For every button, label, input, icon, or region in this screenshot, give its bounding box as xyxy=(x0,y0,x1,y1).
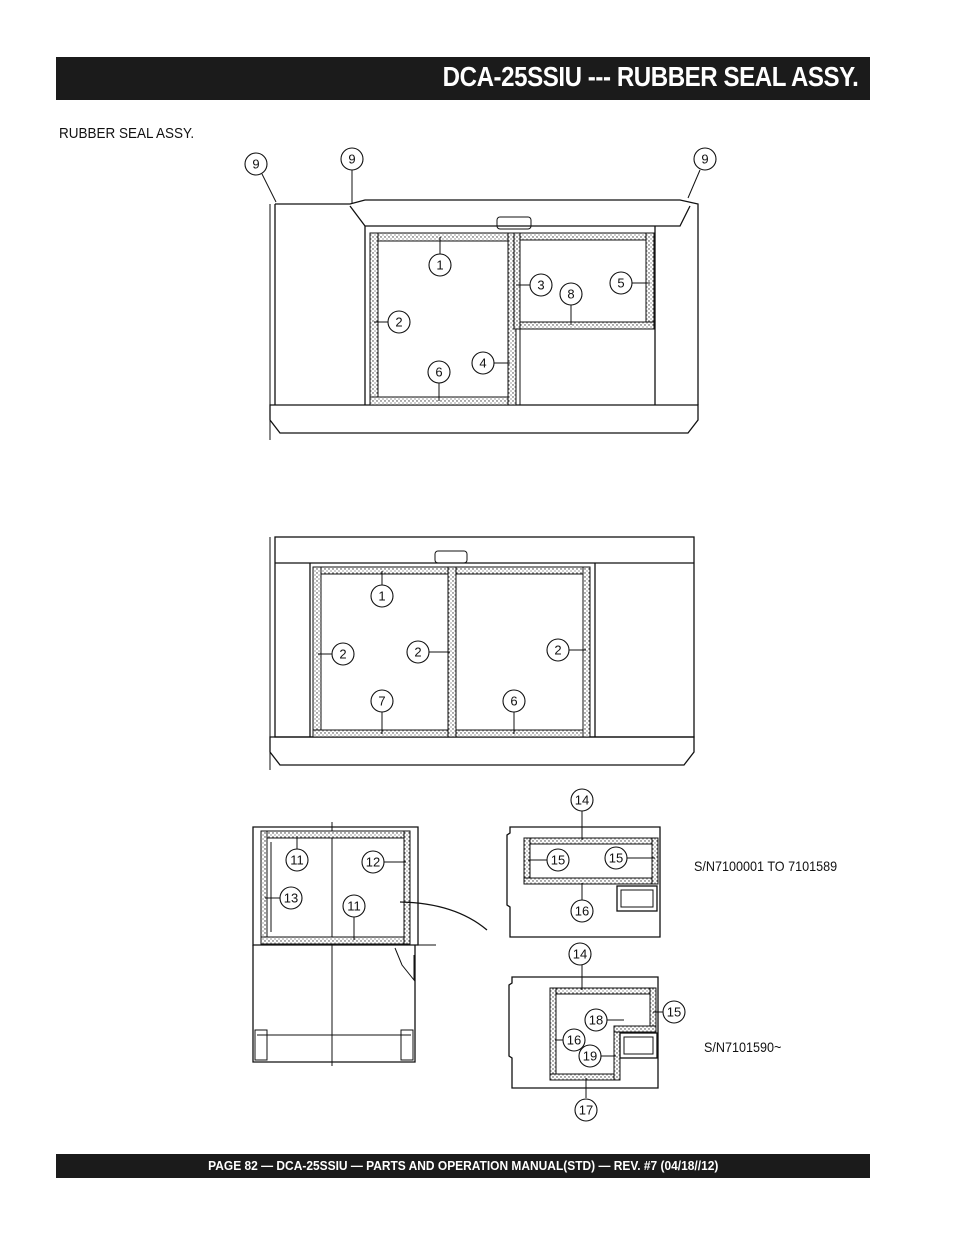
serial-range-label: S/N7101590~ xyxy=(704,1039,782,1055)
callout-14: 14 xyxy=(573,947,587,962)
callout-9: 9 xyxy=(252,157,259,172)
callout-2: 2 xyxy=(414,645,421,660)
rear-panel-2-drawing: 14 15 18 16 19 17 xyxy=(508,942,686,1122)
middle-panel-drawing: 1 2 2 2 7 6 xyxy=(269,536,695,770)
top-panel-drawing: 9 9 9 1 3 8 5 2 4 6 xyxy=(244,147,717,440)
callout-11: 11 xyxy=(290,853,304,868)
callout-2: 2 xyxy=(339,647,346,662)
callout-15: 15 xyxy=(551,853,565,868)
callout-17: 17 xyxy=(579,1103,593,1118)
callout-5: 5 xyxy=(617,276,624,291)
callout-1: 1 xyxy=(378,589,385,604)
callout-16: 16 xyxy=(567,1033,581,1048)
callout-6: 6 xyxy=(510,694,517,709)
callout-16: 16 xyxy=(575,904,589,919)
callout-19: 19 xyxy=(583,1049,597,1064)
section-label: RUBBER SEAL ASSY. xyxy=(59,125,195,142)
callout-14: 14 xyxy=(575,793,589,808)
side-panel-drawing: 11 12 13 11 xyxy=(252,822,488,1066)
callout-3: 3 xyxy=(537,278,544,293)
rear-panel-1-drawing: 14 15 15 16 xyxy=(506,788,661,938)
footer-text: PAGE 82 — DCA-25SSIU — PARTS AND OPERATI… xyxy=(207,1158,719,1173)
footer-bar: PAGE 82 — DCA-25SSIU — PARTS AND OPERATI… xyxy=(56,1154,870,1178)
callout-1: 1 xyxy=(436,258,443,273)
callout-15: 15 xyxy=(609,851,623,866)
title-bar: DCA-25SSIU --- RUBBER SEAL ASSY. xyxy=(56,57,870,100)
callout-18: 18 xyxy=(589,1013,603,1028)
callout-13: 13 xyxy=(284,891,298,906)
callout-7: 7 xyxy=(378,694,385,709)
callout-2: 2 xyxy=(395,315,402,330)
callout-8: 8 xyxy=(567,287,574,302)
callout-12: 12 xyxy=(366,855,380,870)
callout-15: 15 xyxy=(667,1005,681,1020)
callout-9: 9 xyxy=(348,152,355,167)
serial-range-label: S/N7100001 TO 7101589 xyxy=(694,858,838,874)
callout-2: 2 xyxy=(554,643,561,658)
callout-9: 9 xyxy=(701,152,708,167)
callout-4: 4 xyxy=(479,356,486,371)
callout-11: 11 xyxy=(347,899,361,914)
callout-6: 6 xyxy=(435,365,442,380)
page-title: DCA-25SSIU --- RUBBER SEAL ASSY. xyxy=(442,61,858,92)
